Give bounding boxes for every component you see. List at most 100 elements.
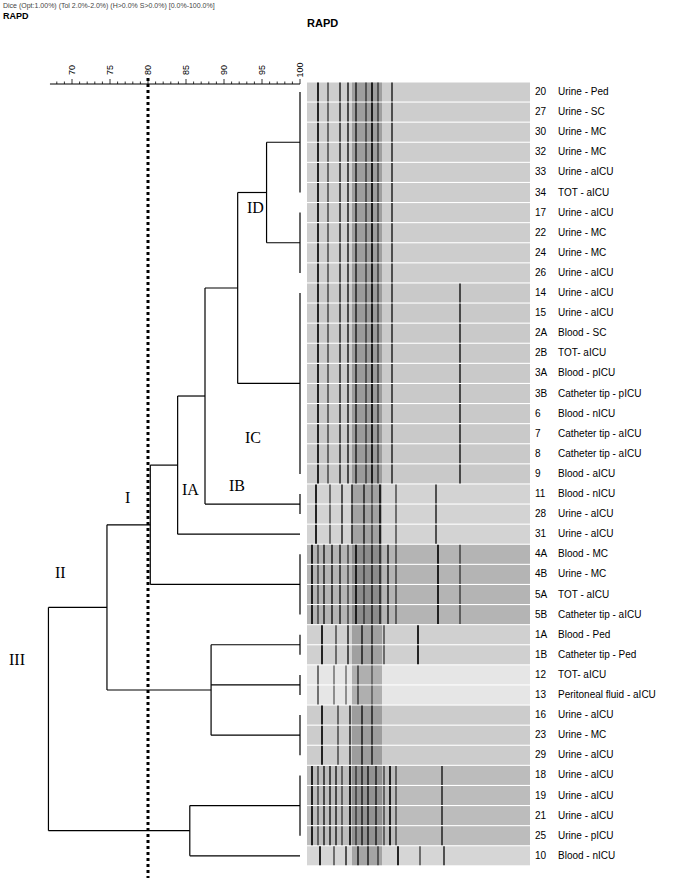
gel-band [317, 263, 319, 282]
lane-smear [352, 625, 382, 644]
axis-tick-mark [163, 82, 164, 85]
gel-band [395, 786, 397, 805]
gel-band [377, 364, 379, 383]
gel-band [311, 806, 313, 825]
gel-band [339, 364, 341, 383]
lane-ground [307, 424, 530, 443]
gel-band [377, 83, 379, 102]
gel-band [371, 103, 373, 122]
isolate-source: Catheter tip - aICU [558, 609, 641, 621]
gel-band [377, 163, 379, 182]
axis-tick-mark [110, 79, 111, 84]
isolate-number: 21 [535, 810, 546, 822]
isolate-number: 30 [535, 126, 546, 138]
gel-lane [307, 786, 530, 805]
isolate-number: 10 [535, 850, 546, 862]
gel-band [365, 103, 367, 122]
gel-band [357, 686, 359, 705]
gel-band [365, 384, 367, 403]
gel-band [339, 304, 341, 323]
lane-smear [352, 485, 382, 504]
gel-band [355, 585, 357, 604]
gel-band [459, 464, 461, 483]
gel-band [333, 665, 335, 684]
gel-band [377, 263, 379, 282]
dendrogram-branch [211, 735, 300, 736]
gel-lane [307, 103, 530, 122]
isolate-source: Urine - MC [558, 569, 606, 581]
gel-band [391, 183, 393, 202]
lane-ground [307, 625, 530, 644]
gel-band [341, 806, 343, 825]
isolate-number: 4B [535, 569, 547, 581]
gel-band [371, 83, 373, 102]
dendrogram-branch [190, 805, 300, 806]
gel-band [355, 464, 357, 483]
gel-lane [307, 766, 530, 785]
lane-ground [307, 284, 530, 303]
axis-tick-mark [254, 82, 255, 85]
gel-band [331, 605, 333, 624]
gel-band [355, 284, 357, 303]
gel-band [311, 786, 313, 805]
isolate-number: 5B [535, 609, 547, 621]
lane-smear [352, 786, 382, 805]
lane-smear [352, 324, 382, 343]
gel-band [339, 545, 341, 564]
gel-band [371, 565, 373, 584]
gel-title: RAPD [307, 17, 338, 30]
gel-band [361, 746, 363, 765]
lane-smear [352, 826, 382, 845]
gel-band [349, 806, 351, 825]
gel-band [355, 243, 357, 262]
axis-tick-label: 95 [258, 64, 267, 76]
gel-band [339, 103, 341, 122]
isolate-number: 33 [535, 167, 546, 179]
gel-band [459, 304, 461, 323]
gel-band [395, 766, 397, 785]
gel-band [365, 223, 367, 242]
gel-band [349, 766, 351, 785]
gel-band [335, 786, 337, 805]
lane-smear [352, 103, 382, 122]
lane-smear [352, 284, 382, 303]
gel-band [383, 645, 385, 664]
gel-band [371, 243, 373, 262]
lane-smear [352, 545, 382, 564]
gel-band [361, 625, 363, 644]
axis-tick-mark [292, 82, 293, 85]
gel-band [395, 545, 397, 564]
gel-band [317, 344, 319, 363]
gel-band [387, 565, 389, 584]
gel-band [377, 203, 379, 222]
gel-lane [307, 525, 530, 544]
gel-band [355, 163, 357, 182]
axis-tick-mark [269, 82, 270, 85]
isolate-source: Blood - Ped [558, 629, 610, 641]
gel-band [459, 585, 461, 604]
gel-band [371, 404, 373, 423]
gel-band [357, 846, 359, 865]
isolate-source: Urine - MC [558, 126, 606, 138]
gel-band [347, 143, 349, 162]
gel-band [311, 766, 313, 785]
gel-band [317, 464, 319, 483]
gel-band [349, 706, 351, 725]
lane-ground [307, 746, 530, 765]
gel-band [317, 324, 319, 343]
gel-band [365, 364, 367, 383]
gel-band [371, 143, 373, 162]
lane-smear [352, 404, 382, 423]
gel-band [355, 123, 357, 142]
axis-tick-mark [239, 82, 240, 85]
gel-band [323, 605, 325, 624]
gel-band [435, 485, 437, 504]
axis-tick-mark [125, 82, 126, 85]
lane-smear [352, 686, 382, 705]
gel-band [459, 284, 461, 303]
gel-band [459, 324, 461, 343]
gel-band [339, 585, 341, 604]
gel-band [367, 846, 369, 865]
gel-band [367, 766, 369, 785]
lane-smear [352, 304, 382, 323]
